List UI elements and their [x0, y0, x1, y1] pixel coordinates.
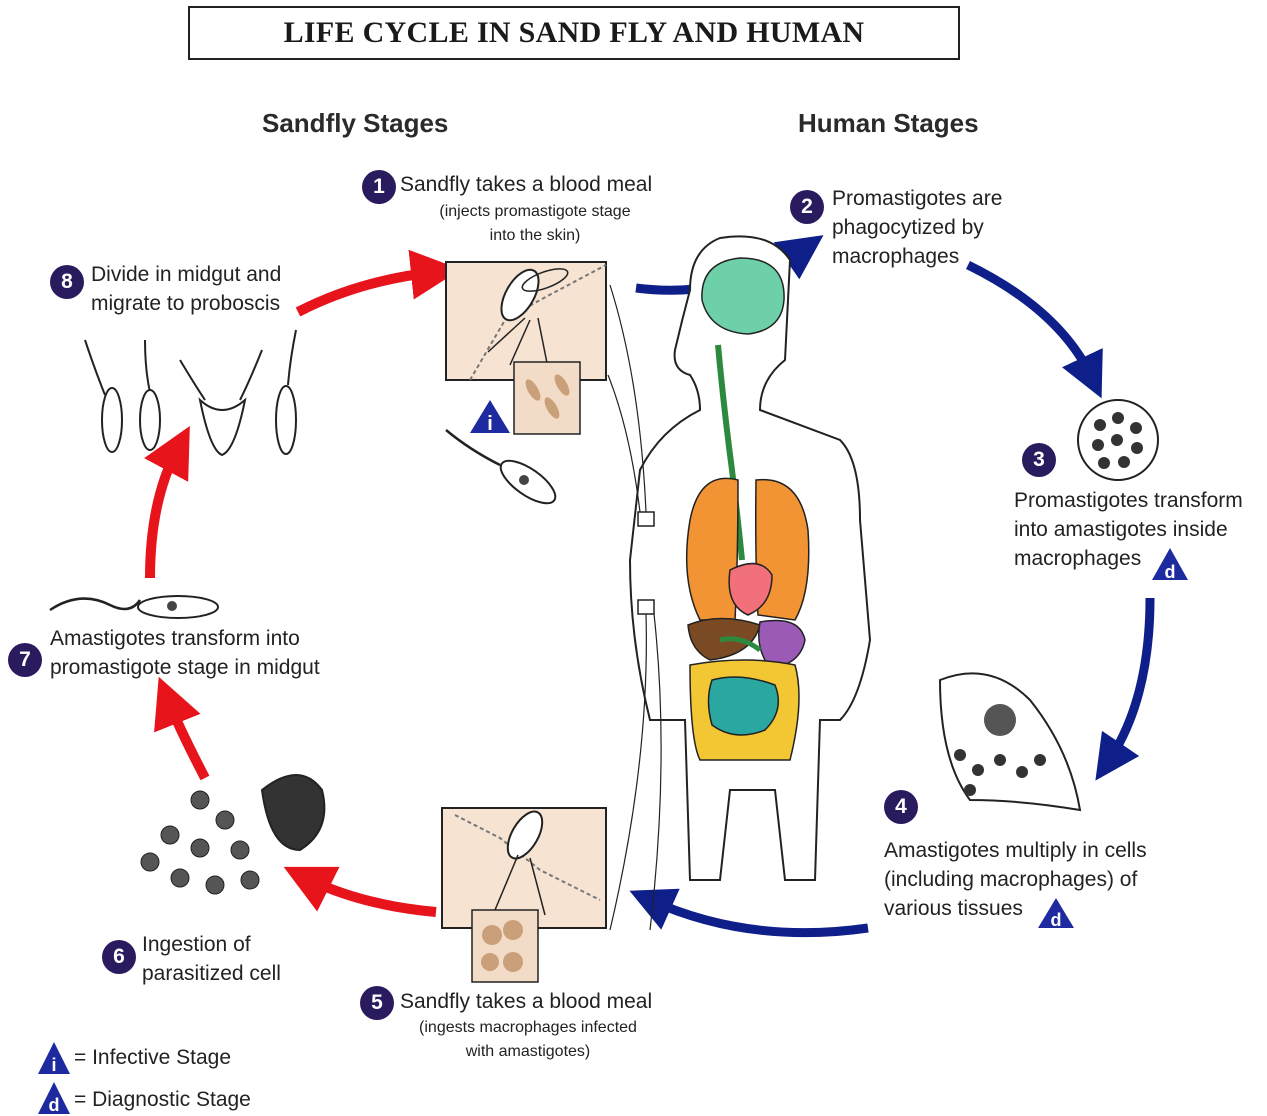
step-6-badge: 6	[102, 940, 136, 974]
macrophage-with-amastigotes	[1078, 400, 1158, 480]
arrow-5-to-6	[306, 878, 436, 912]
legend: i d = Infective Stage = Diagnostic Stage	[36, 1040, 296, 1116]
infective-stage-marker: i	[470, 400, 510, 435]
step-8-badge: 8	[50, 265, 84, 299]
svg-text:d: d	[49, 1095, 60, 1115]
legend-diagnostic-icon: d	[38, 1082, 70, 1115]
legend-icons: i d	[36, 1040, 76, 1116]
sandfly-skin-box-bottom	[442, 806, 606, 982]
legend-infective-icon: i	[38, 1042, 70, 1075]
arrow-3-to-4	[1108, 598, 1150, 762]
human-body-figure	[608, 236, 870, 930]
ruptured-parasitized-cell	[141, 775, 324, 894]
infected-tissue-cell	[940, 673, 1080, 810]
promastigote-drawing	[446, 430, 562, 511]
step-5-badge: 5	[360, 986, 394, 1020]
step-4-badge: 4	[884, 790, 918, 824]
sandfly-skin-box-top	[446, 262, 606, 434]
svg-text:i: i	[487, 413, 493, 435]
arrow-7-to-8	[150, 448, 178, 578]
step-1-label: Sandfly takes a blood meal	[400, 170, 652, 199]
arrow-2-to-3	[968, 265, 1092, 378]
step-5-label: Sandfly takes a blood meal	[400, 987, 652, 1016]
small-intestine	[709, 677, 779, 735]
step-2-badge: 2	[790, 190, 824, 224]
svg-text:i: i	[51, 1055, 56, 1075]
promastigote-in-midgut	[50, 596, 218, 618]
brain	[702, 258, 784, 334]
step-3-badge: 3	[1022, 443, 1056, 477]
arrow-8-to-1	[298, 272, 436, 312]
legend-infective-label: = Infective Stage	[74, 1046, 231, 1070]
legend-diagnostic-label: = Diagnostic Stage	[74, 1088, 251, 1112]
step-7-badge: 7	[8, 643, 42, 677]
arrow-6-to-7	[168, 700, 205, 778]
step-1-badge: 1	[362, 170, 396, 204]
step-4-label: Amastigotes multiply in cells(including …	[884, 836, 1147, 923]
arrow-4-to-5	[650, 900, 868, 933]
dividing-promastigotes	[85, 330, 296, 455]
